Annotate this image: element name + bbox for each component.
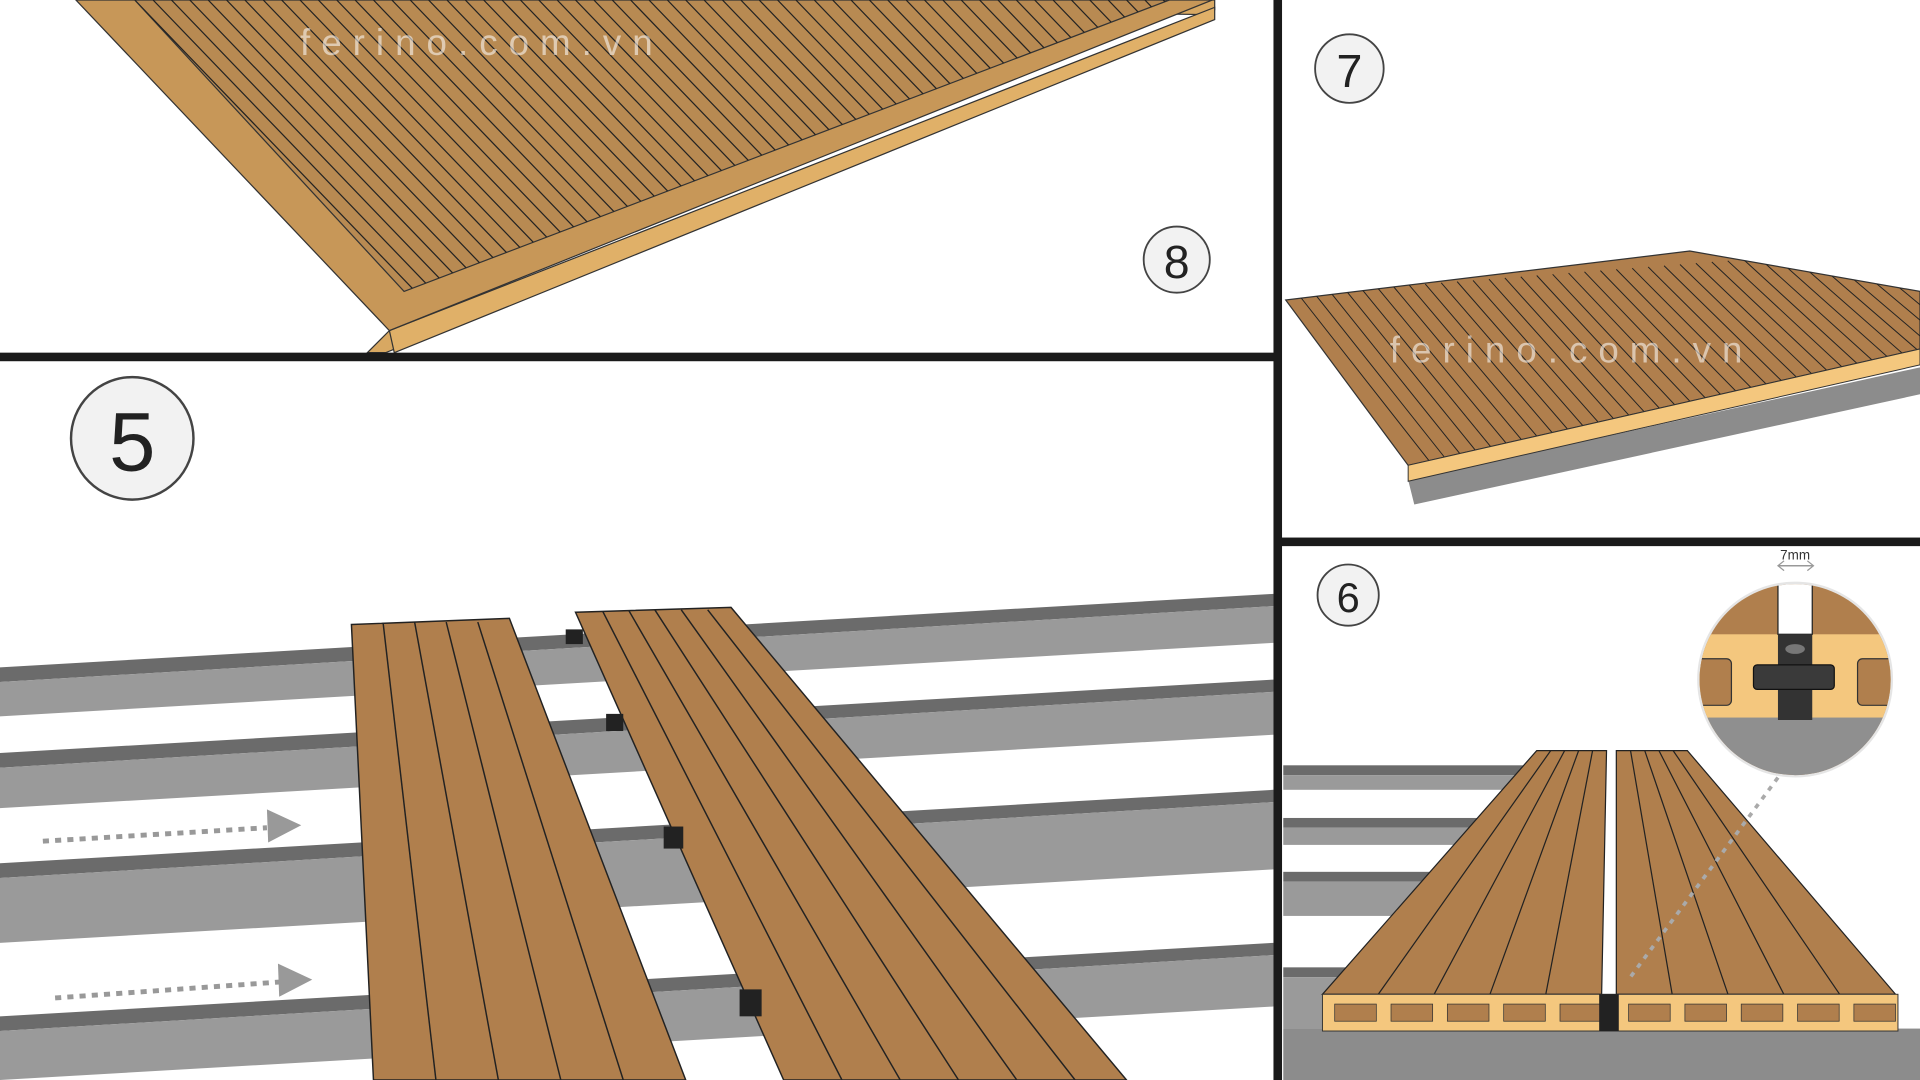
groove-line: [1345, 289, 1481, 457]
clip: [1599, 994, 1619, 1032]
groove-line: [1329, 291, 1465, 460]
deck-front-edge: [1407, 348, 1920, 482]
joist-base: [1408, 367, 1920, 505]
panel-step-8: ferino.com.vn 8: [0, 0, 1274, 356]
gap-dimension: 7mm: [1776, 548, 1815, 572]
groove-line: [1393, 286, 1529, 448]
step-number: 8: [1164, 236, 1190, 288]
joist-front: [0, 802, 1274, 943]
hollow-core: [1684, 1003, 1727, 1022]
board-grooves: [382, 621, 624, 1080]
joist-top: [1283, 817, 1578, 828]
hollow-core: [1446, 1003, 1490, 1022]
groove-line: [152, 0, 472, 292]
groove-line: [1629, 750, 1673, 995]
groove-line: [1663, 265, 1800, 399]
hollow-core: [1390, 1003, 1434, 1022]
joist-top: [1283, 765, 1578, 776]
groove-line: [382, 621, 437, 1080]
groove-line: [1489, 750, 1580, 995]
groove-line: [1615, 269, 1752, 407]
magnified-detail: [1697, 581, 1894, 778]
groove-line: [1658, 750, 1785, 995]
hollow-core: [1740, 1003, 1784, 1022]
board-grooves: [601, 609, 1076, 1080]
groove-line: [1377, 750, 1552, 995]
board-hollow-cores: [1334, 1003, 1896, 1022]
step-badge-7: 7: [1314, 33, 1385, 104]
groove-line: [413, 621, 500, 1080]
hollow-core: [1334, 1003, 1377, 1022]
groove-line: [1647, 266, 1784, 402]
step-badge-8: 8: [1142, 225, 1211, 294]
step-number: 7: [1336, 45, 1362, 97]
groove-line: [1424, 283, 1561, 443]
groove-line: [1743, 259, 1879, 384]
groove-line: [1313, 292, 1449, 463]
groove-line: [1536, 275, 1672, 422]
groove-line: [134, 0, 454, 292]
groove-line: [1711, 261, 1847, 390]
groove-line: [680, 609, 1018, 1080]
step-number: 6: [1337, 574, 1360, 621]
panel-step-7: ferino.com.vn 7: [1284, 33, 1920, 505]
groove-line: [445, 621, 562, 1080]
deck-board: [574, 606, 1128, 1080]
deck-boards: [133, 0, 1170, 293]
groove-line: [1456, 281, 1593, 437]
groove-line: [1361, 288, 1497, 454]
groove-line: [1472, 280, 1609, 434]
groove-line: [1377, 287, 1513, 451]
deck-frame-side: [388, 6, 1216, 354]
step-badge-6: 6: [1316, 563, 1380, 627]
groove-line: [1488, 278, 1625, 431]
hollow-core: [1628, 1003, 1671, 1022]
clips: [565, 629, 762, 1017]
step-badge-5: 5: [69, 375, 195, 501]
step-number: 5: [109, 396, 155, 489]
panel-step-6: 7mm 6: [1283, 548, 1920, 1080]
board-grooves: [1377, 750, 1594, 995]
groove-line: [1631, 267, 1768, 404]
hollow-core: [1797, 1003, 1840, 1022]
groove-line: [627, 609, 901, 1080]
groove-line: [1584, 271, 1720, 413]
joist-top: [0, 789, 1274, 878]
leader-line: [1627, 776, 1780, 981]
hollow-core: [1853, 1003, 1896, 1022]
groove-line: [707, 609, 1076, 1080]
direction-arrow: [54, 963, 313, 1001]
groove-line: [1297, 293, 1434, 466]
groove-line: [1727, 260, 1863, 387]
watermark: ferino.com.vn: [300, 22, 664, 63]
groove-line: [1568, 272, 1704, 416]
hollow-core: [1559, 1003, 1602, 1022]
joist-base: [1283, 1028, 1920, 1080]
groove-line: [477, 621, 624, 1080]
board-grooves: [1629, 750, 1841, 995]
hollow-core: [1503, 1003, 1546, 1022]
direction-arrow: [42, 809, 302, 844]
groove-line: [1695, 262, 1831, 393]
groove-line: [1433, 750, 1566, 995]
groove-line: [1679, 264, 1816, 396]
groove-line: [654, 609, 960, 1080]
groove-line: [601, 609, 843, 1080]
panel-step-5: 5: [0, 375, 1274, 1080]
gap-label: 7mm: [1780, 548, 1810, 563]
joist-front: [1283, 775, 1578, 790]
groove-line: [1672, 750, 1841, 995]
groove-line: [1644, 750, 1729, 995]
groove-line: [1552, 273, 1688, 419]
groove-line: [1545, 750, 1594, 995]
groove-line: [170, 0, 491, 292]
groove-line: [1600, 270, 1736, 410]
groove-line: [1520, 276, 1656, 425]
groove-line: [1409, 284, 1545, 446]
watermark: ferino.com.vn: [1390, 329, 1754, 370]
groove-line: [1440, 282, 1577, 440]
groove-line: [1504, 277, 1640, 428]
